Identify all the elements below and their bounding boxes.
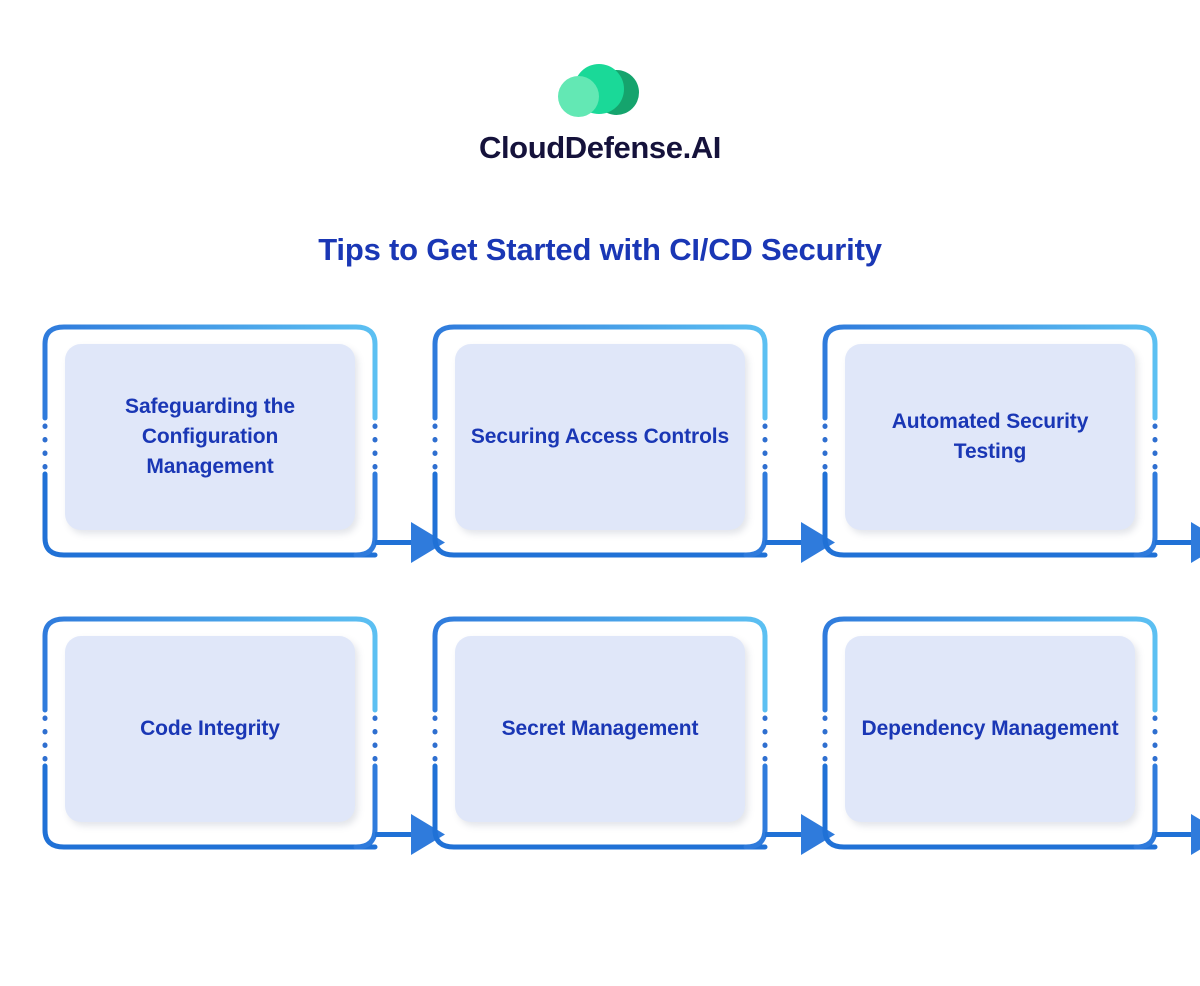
tip-card[interactable]: Securing Access Controls (430, 322, 835, 565)
arrow-right-icon (1155, 513, 1200, 565)
tip-panel: Securing Access Controls (455, 344, 745, 530)
cloud-blobs-icon (557, 62, 643, 118)
tip-panel: Automated Security Testing (845, 344, 1135, 530)
tip-card[interactable]: Automated Security Testing (820, 322, 1200, 565)
tip-label: Code Integrity (140, 717, 280, 741)
tip-label: Secret Management (501, 717, 699, 741)
tip-card[interactable]: Secret Management (430, 614, 835, 857)
tip-label: Securing Access Controls (470, 425, 730, 449)
tip-panel: Code Integrity (65, 636, 355, 822)
tip-panel: Secret Management (455, 636, 745, 822)
brand-name: CloudDefense.AI (478, 130, 722, 165)
tip-label: Automated Security Testing (891, 410, 1089, 463)
tip-panel: Safeguarding the Configuration Managemen… (65, 344, 355, 530)
tip-card[interactable]: Safeguarding the Configuration Managemen… (40, 322, 445, 565)
tip-card[interactable]: Dependency Management (820, 614, 1200, 857)
tip-panel: Dependency Management (845, 636, 1135, 822)
tip-label: Dependency Management (861, 717, 1119, 741)
page-title: Tips to Get Started with CI/CD Security (318, 232, 882, 267)
tips-row: Code Integrity Secret Mana (40, 614, 1200, 860)
tip-label: Safeguarding the Configuration Managemen… (125, 395, 295, 478)
logo-blob-light (558, 76, 599, 117)
tips-grid: Safeguarding the Configuration Managemen… (40, 322, 1200, 906)
brand-header: CloudDefense.AI (0, 62, 1200, 166)
arrow-right-icon (1155, 805, 1200, 857)
tip-card[interactable]: Code Integrity (40, 614, 445, 857)
tips-row: Safeguarding the Configuration Managemen… (40, 322, 1200, 568)
